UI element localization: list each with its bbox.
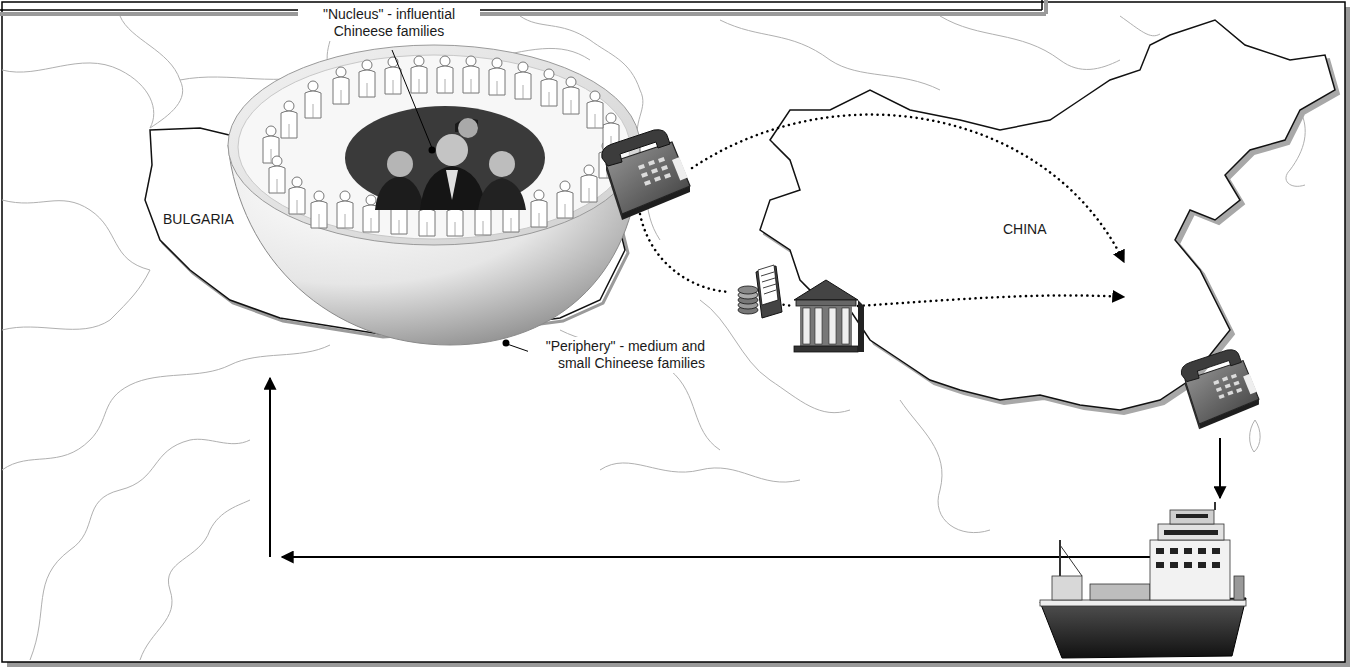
- money-icon: [738, 265, 782, 318]
- telephone-icon: [1181, 350, 1259, 429]
- dotted-flows: [640, 115, 1124, 306]
- shipping-route: [270, 378, 1220, 557]
- community-bowl: [228, 45, 640, 345]
- cargo-ship: [1040, 502, 1246, 658]
- telephone-icon: [602, 130, 690, 220]
- photo-of-families: [345, 106, 545, 210]
- country-label: CHINA: [1000, 220, 1050, 239]
- china-outline: [760, 20, 1339, 414]
- bank-icon: [794, 280, 864, 352]
- country-label: BULGARIA: [160, 210, 237, 229]
- callout-label: "Periphery" - medium and small Chineese …: [528, 337, 708, 373]
- leader-lines: [392, 50, 530, 352]
- callout-label: "Nucleus" - influential Chineese familie…: [298, 5, 480, 41]
- people-figures: [263, 56, 619, 236]
